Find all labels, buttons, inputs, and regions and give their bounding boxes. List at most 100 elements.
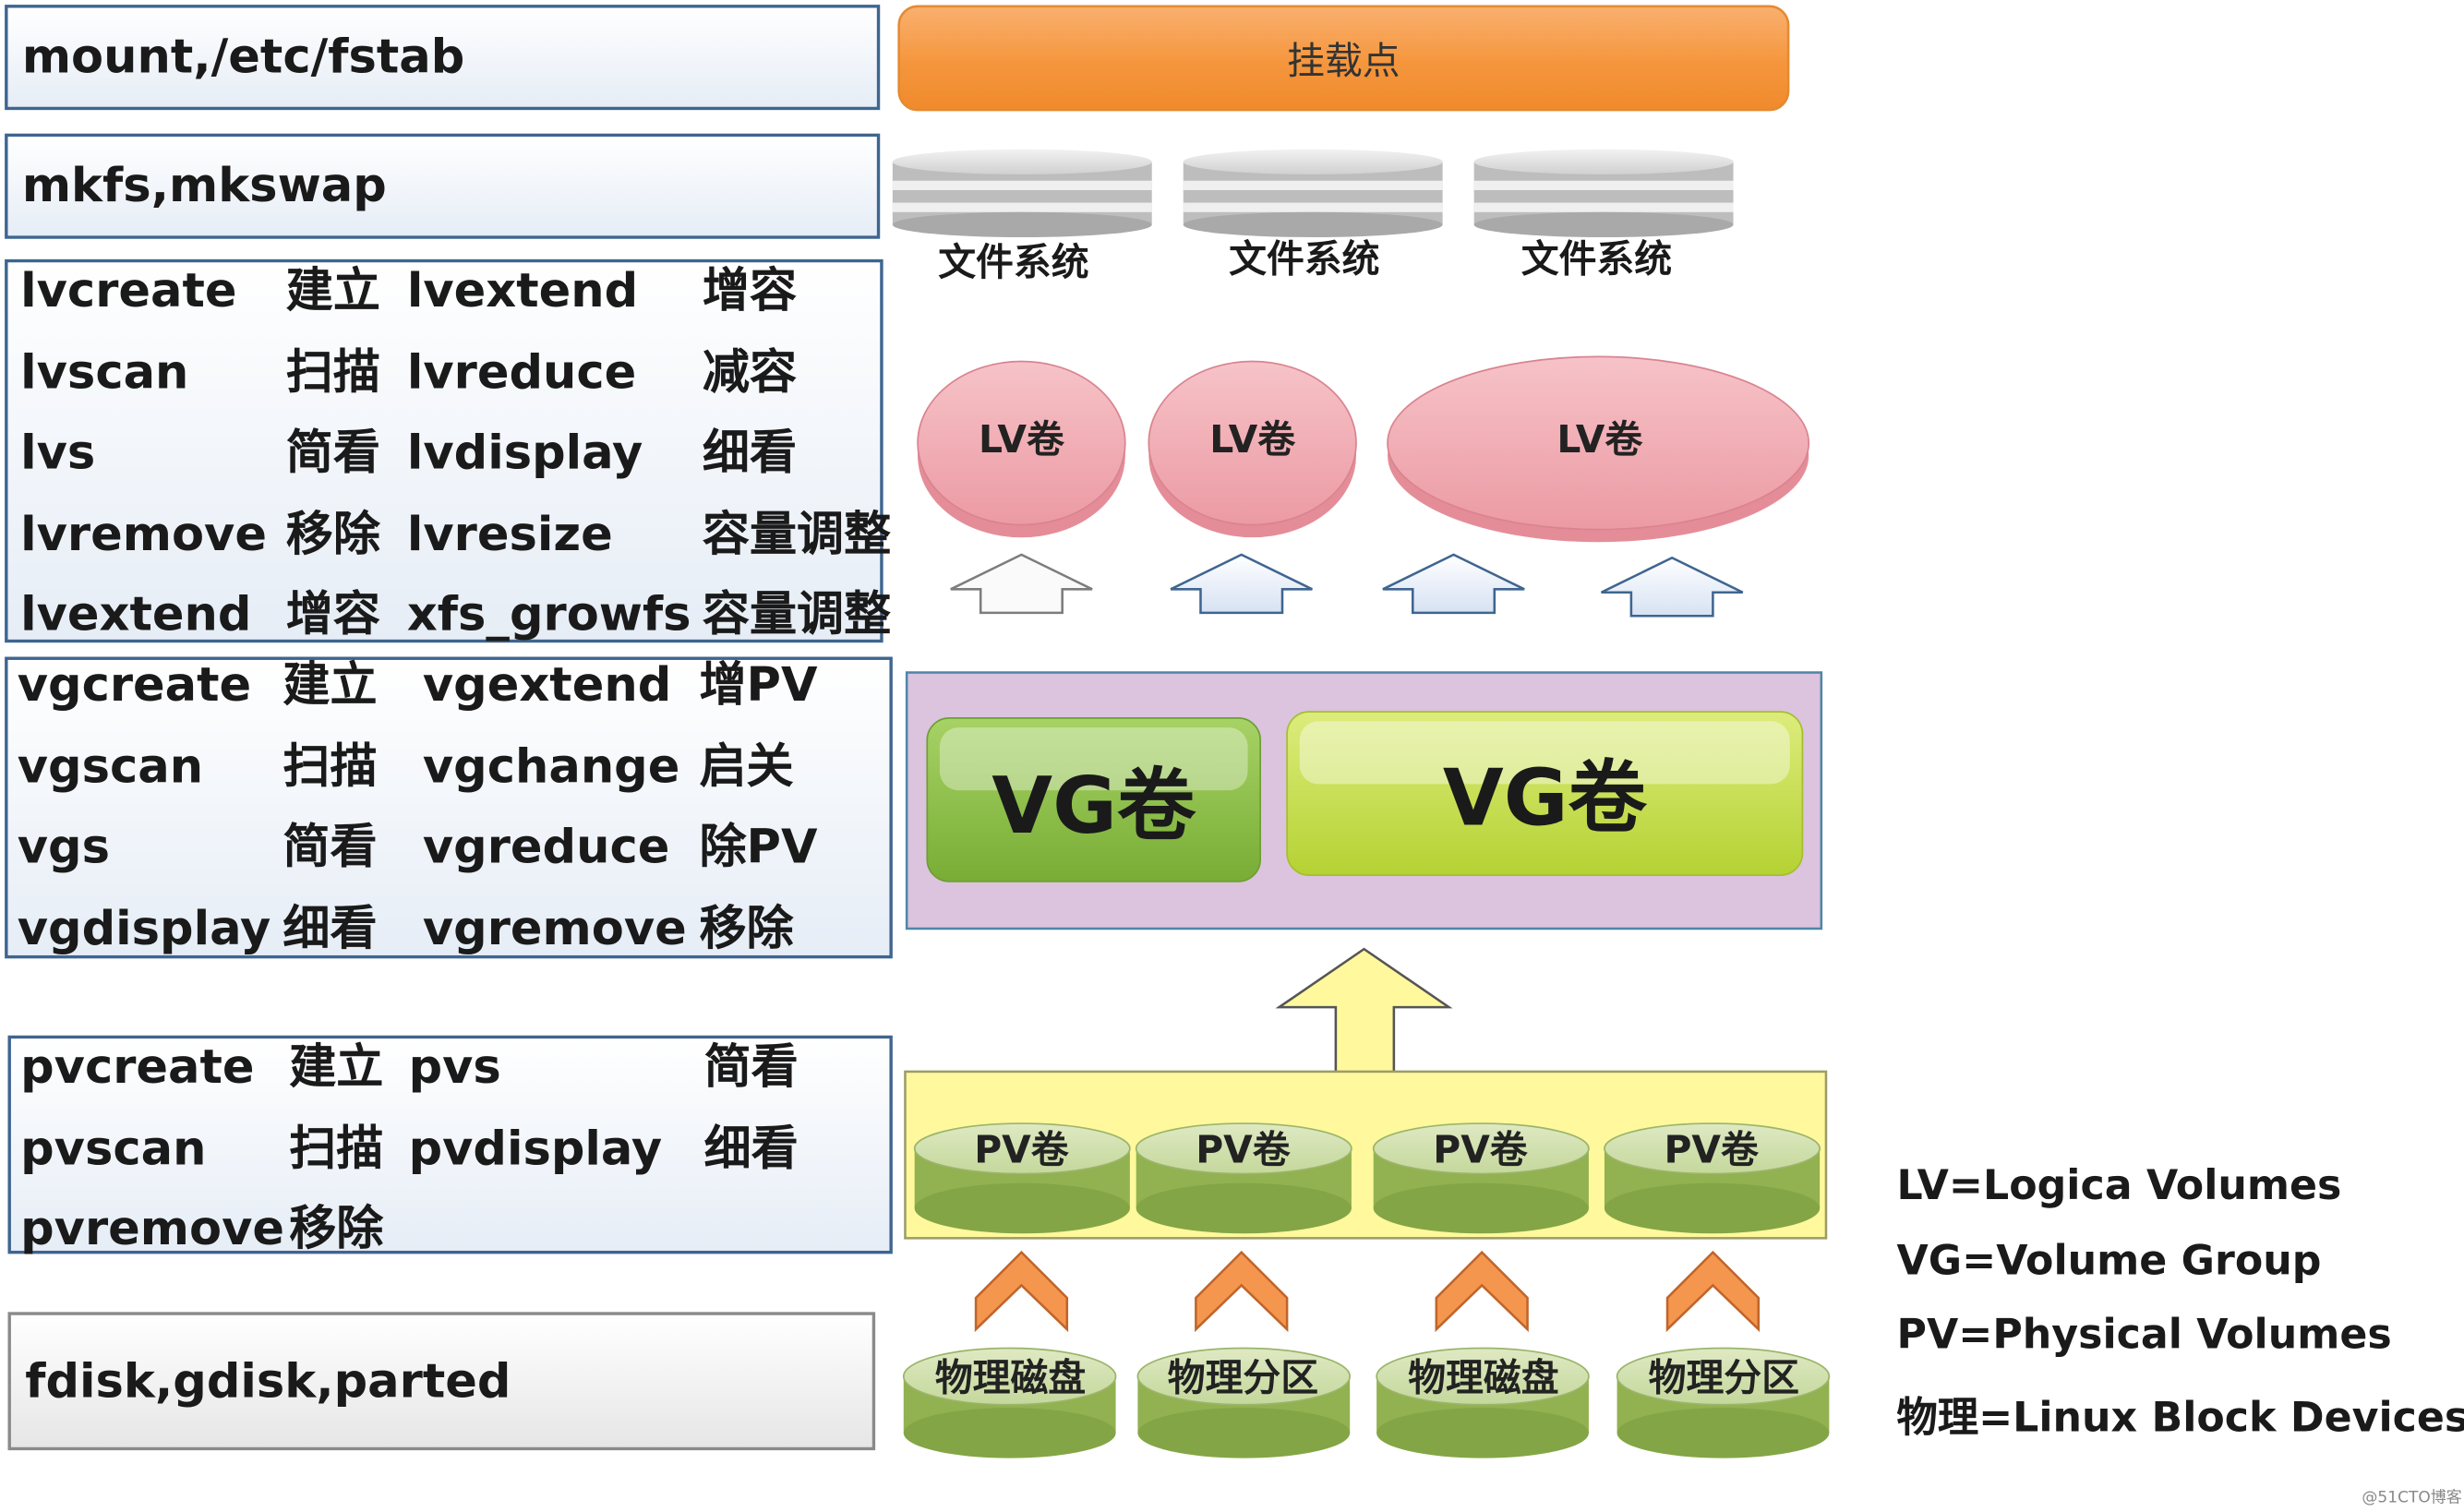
disk-tools-text: fdisk,gdisk,parted [25, 1353, 511, 1410]
vg-cmd-1: vgcreate [17, 658, 252, 714]
chevron-up-icon-3 [1435, 1250, 1529, 1333]
vg-desc2-1: 增PV [699, 658, 818, 714]
lv-cmd-3: lvs [20, 426, 96, 481]
lv-desc2-3: 细看 [702, 426, 798, 481]
vg-desc-1: 建立 [282, 658, 378, 714]
vg-desc-4: 细看 [282, 901, 378, 956]
lv-volume-1 [917, 360, 1126, 538]
vg-desc2-3: 除PV [699, 820, 818, 876]
legend-lv: LV=Logica Volumes [1896, 1162, 2342, 1210]
vg-volume-1 [926, 717, 1262, 882]
pv-volume-3 [1372, 1122, 1590, 1234]
vg-desc-2: 扫描 [282, 738, 378, 795]
pv-volume-1 [913, 1122, 1131, 1234]
chevron-up-icon-4 [1665, 1250, 1761, 1333]
pv-volume-2 [1135, 1122, 1352, 1234]
pv-cmd2-1: pvs [408, 1039, 501, 1096]
legend-physical: 物理=Linux Block Devices [1896, 1395, 2464, 1443]
filesystem-label-1: 文件系统 [938, 240, 1088, 284]
lv-desc-1: 建立 [285, 263, 380, 319]
vg-commands-box: vgcreate 建立 vgextend 增PV vgscan 扫描 vgchange 启关 v… [5, 656, 893, 959]
device-label-4: 物理分区 [1649, 1355, 1799, 1399]
lv-label-1: LV卷 [979, 417, 1065, 462]
device-disc-1 [902, 1347, 1117, 1458]
lv-cmd-4: lvremove [20, 506, 267, 562]
lv-desc-3: 简看 [285, 426, 380, 481]
credit-watermark: @51CTO博客 [2362, 1489, 2462, 1507]
lv-volume-2 [1148, 360, 1357, 538]
lv-cmd2-4: lvresize [406, 506, 613, 562]
vg-label-2: VG卷 [1443, 753, 1648, 845]
device-label-1: 物理磁盘 [935, 1355, 1086, 1399]
filesystem-disc-2 [1183, 149, 1443, 238]
pv-label-3: PV卷 [1433, 1128, 1529, 1172]
up-arrow-lv-1 [950, 553, 1093, 615]
up-arrow-lv-2 [1170, 553, 1313, 615]
lv-label-3: LV卷 [1557, 417, 1643, 462]
vg-cmd2-2: vgchange [422, 738, 680, 795]
pv-commands-box: pvcreate 建立 pvs 简看 pvscan 扫描 pvdisplay 细看 pvremo… [7, 1035, 893, 1257]
vg-volume-2 [1286, 711, 1804, 876]
mkfs-text: mkfs,mkswap [21, 158, 387, 214]
mkfs-box: mkfs,mkswap [5, 133, 881, 239]
vg-cmd-3: vgs [17, 820, 110, 876]
lv-desc2-1: 增容 [702, 263, 798, 319]
device-disc-4 [1616, 1347, 1831, 1458]
lv-commands-box: lvcreate 建立 lvextend 增容 lvscan 扫描 lvreduce 减容 lv… [5, 258, 891, 643]
lv-desc2-4: 容量调整 [702, 506, 892, 562]
lv-desc2-5: 容量调整 [702, 587, 892, 643]
pv-label-2: PV卷 [1196, 1128, 1292, 1172]
filesystem-disc-3 [1473, 149, 1734, 238]
pv-cmd-1: pvcreate [20, 1039, 255, 1096]
pv-label-4: PV卷 [1665, 1128, 1761, 1172]
lv-cmd2-1: lvextend [406, 263, 639, 319]
disk-tools-box: fdisk,gdisk,parted [7, 1312, 876, 1451]
vg-desc-3: 简看 [282, 820, 378, 876]
pv-cmd-3: pvremove [20, 1202, 285, 1257]
chevron-up-icon-2 [1195, 1250, 1289, 1333]
lv-cmd-1: lvcreate [20, 263, 237, 319]
pv-volume-4 [1604, 1122, 1821, 1234]
pv-desc-3: 移除 [289, 1202, 384, 1257]
pv-desc-1: 建立 [289, 1039, 384, 1096]
device-label-3: 物理磁盘 [1408, 1355, 1558, 1399]
lv-desc2-2: 减容 [702, 344, 798, 401]
lv-desc-4: 移除 [285, 506, 380, 562]
pv-cmd2-2: pvdisplay [408, 1121, 663, 1177]
device-label-2: 物理分区 [1168, 1355, 1318, 1399]
lv-cmd-5: lvextend [20, 587, 252, 643]
vg-cmd2-1: vgextend [422, 658, 672, 714]
mountpoint-bar [897, 5, 1790, 112]
mount-box: mount,/etc/fstab [5, 5, 881, 111]
lv-cmd2-5: xfs_growfs [406, 587, 691, 643]
vg-cmd2-4: vgremove [422, 901, 687, 956]
vg-desc2-4: 移除 [699, 901, 794, 956]
lv-volume-3 [1387, 355, 1810, 543]
up-arrow-lv-3 [1382, 553, 1525, 615]
mountpoint-label: 挂载点 [1287, 39, 1400, 83]
lv-desc-5: 增容 [285, 587, 380, 643]
lv-label-2: LV卷 [1209, 417, 1296, 462]
pv-desc2-2: 细看 [703, 1121, 799, 1177]
pv-label-1: PV卷 [974, 1128, 1070, 1172]
pv-cmd-2: pvscan [20, 1121, 207, 1177]
mount-text: mount,/etc/fstab [21, 30, 465, 85]
pv-desc2-1: 简看 [703, 1039, 799, 1096]
lv-cmd2-3: lvdisplay [406, 426, 643, 481]
chevron-up-icon-1 [974, 1250, 1069, 1333]
legend-vg: VG=Volume Group [1896, 1238, 2322, 1286]
filesystem-disc-1 [892, 149, 1152, 238]
pv-desc-2: 扫描 [289, 1121, 384, 1177]
vg-up-arrow [1275, 947, 1453, 1076]
filesystem-label-3: 文件系统 [1521, 236, 1672, 281]
up-arrow-lv-4 [1600, 556, 1744, 618]
lv-cmd-2: lvscan [20, 344, 189, 401]
vg-desc2-2: 启关 [699, 738, 794, 795]
lv-cmd2-2: lvreduce [406, 344, 637, 401]
lv-desc-2: 扫描 [285, 344, 380, 401]
vg-label-1: VG卷 [992, 761, 1196, 852]
vg-cmd2-3: vgreduce [422, 820, 670, 876]
vg-cmd-2: vgscan [17, 738, 204, 795]
